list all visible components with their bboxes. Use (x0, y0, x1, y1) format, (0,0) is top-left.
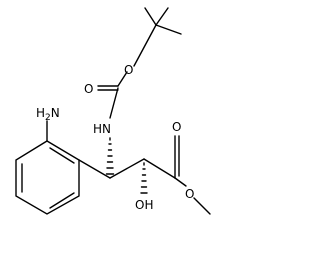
bond-c2-to-hydroxyl-hashed-wedge (140, 162, 148, 194)
bonds (15, 7, 211, 215)
bond-c3-to-c2 (109, 158, 145, 179)
atom-label-boc-ester-oxygen: O (124, 63, 133, 77)
bond-tbu-quaternary-to-top-left-methyl (144, 7, 157, 26)
amine-subscript: 2 (45, 113, 51, 123)
bond-nitrogen-to-c3-hashed-wedge (105, 137, 115, 175)
atom-label-ester-oxygen: O (185, 187, 194, 201)
bond-tbu-quaternary-to-top-right-methyl (155, 7, 169, 26)
bond-boc-oxygen-to-carbonyl-carbon (117, 71, 128, 87)
atom-label-amide-nh: HN (93, 122, 111, 136)
atom-labels: O O HN H2N O O OH (36, 63, 194, 212)
chemical-structure-diagram: O O HN H2N O O OH (15, 7, 211, 215)
bond-c2-to-ester-carbon (143, 158, 176, 179)
ring-inner-double-bond-bottom-right (49, 192, 75, 209)
bond-c3-to-ring (78, 159, 111, 179)
bond-ester-oxygen-to-methyl (193, 197, 211, 215)
ring-inner-double-bond-top-right (49, 147, 75, 164)
bond-tbu-quaternary-to-ester-oxygen (133, 24, 157, 67)
bond-ester-carbon-to-oxygen (174, 177, 187, 187)
benzene-ring-outline (15, 140, 80, 215)
atom-label-boc-carbonyl-oxygen: O (84, 82, 93, 96)
atom-label-hydroxyl: OH (135, 198, 153, 212)
atom-label-aniline-amine: H2N (36, 106, 60, 123)
atom-label-ester-carbonyl-oxygen: O (172, 120, 181, 134)
bond-boc-carbonyl-carbon-to-nitrogen (109, 87, 119, 119)
amine-hydrogen: H (36, 106, 45, 120)
amine-nitrogen: N (51, 106, 60, 120)
bond-tbu-quaternary-to-right-methyl (155, 24, 182, 35)
